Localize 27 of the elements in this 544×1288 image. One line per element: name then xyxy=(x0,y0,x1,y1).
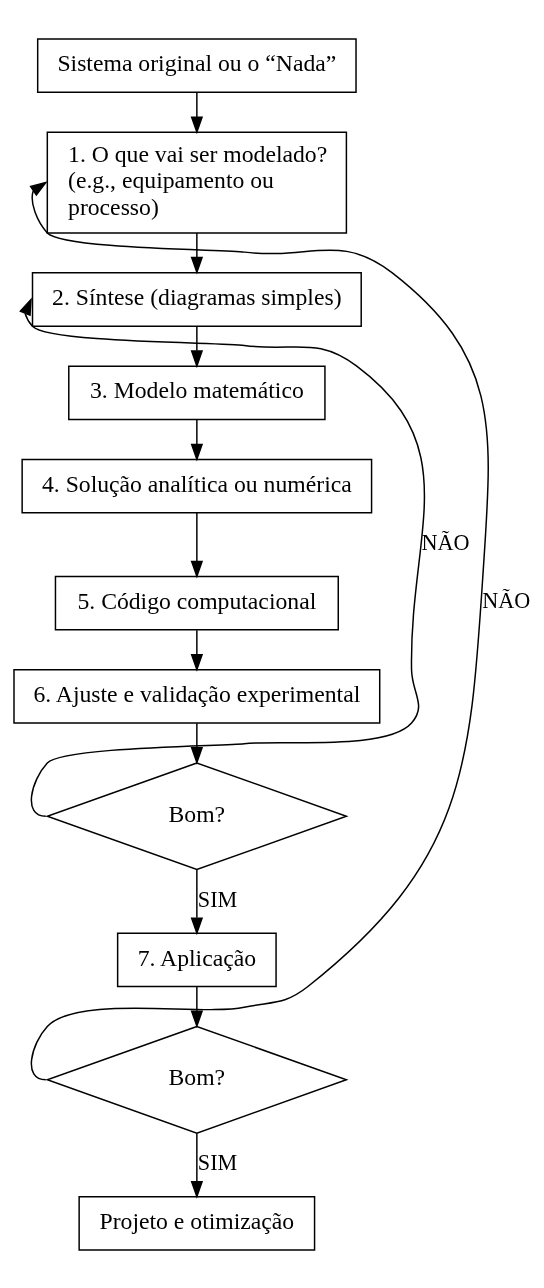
node-diamond: Bom? xyxy=(45,1025,349,1134)
arrow xyxy=(190,628,204,672)
node-box: Projeto e otimização xyxy=(78,1195,316,1251)
arrow xyxy=(190,721,204,765)
arrow xyxy=(190,511,204,579)
arrow xyxy=(190,91,204,134)
edge-label: NÃO xyxy=(421,529,470,555)
node-box: 7. Aplicação xyxy=(116,932,277,987)
arrow xyxy=(19,296,426,817)
arrow xyxy=(190,868,204,935)
arrow xyxy=(190,418,204,461)
arrow xyxy=(190,1132,204,1199)
node-box: 4. Solução analítica ou numérica xyxy=(21,458,373,513)
node-box: 1. O que vai ser modelado? (e.g., equipamento ou processo) xyxy=(46,130,348,234)
node-diamond: Bom? xyxy=(45,761,349,870)
arrow xyxy=(190,231,204,275)
node-box: Sistema original ou o “Nada” xyxy=(36,37,357,93)
node-box: 3. Modelo matemático xyxy=(68,364,326,420)
arrow xyxy=(190,985,204,1028)
edge-label: NÃO xyxy=(482,587,531,613)
node-box: 2. Síntese (diagramas simples) xyxy=(31,271,362,327)
edge-label: SIM xyxy=(197,1149,238,1175)
node-box: 6. Ajuste e validação experimental xyxy=(13,668,381,724)
arrow xyxy=(190,325,204,368)
edge-label: SIM xyxy=(197,886,238,912)
node-box: 5. Código computacional xyxy=(54,575,339,630)
arrow xyxy=(29,180,489,1081)
